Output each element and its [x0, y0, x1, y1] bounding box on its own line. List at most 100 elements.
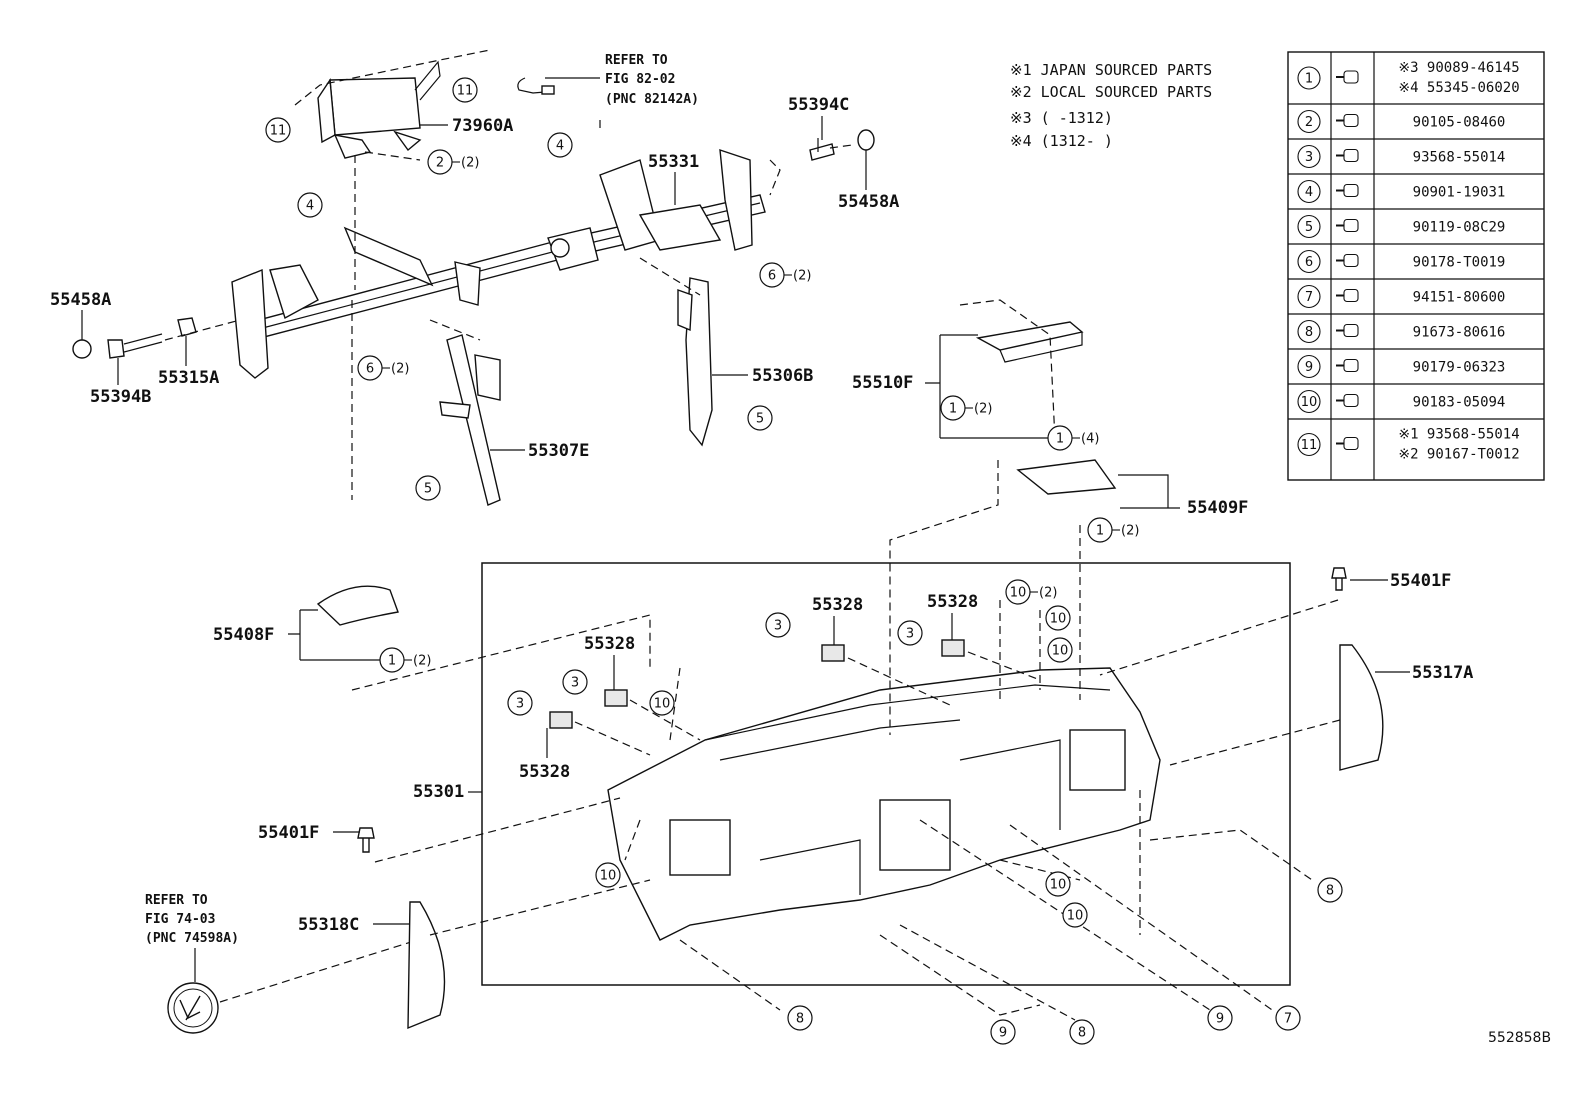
- callout-3: 3: [562, 669, 588, 695]
- note-3: ※3 ( -1312): [1010, 109, 1113, 127]
- callout-quantity: (2): [793, 269, 811, 284]
- fastener-icon: [1336, 358, 1359, 373]
- table-callout-circle: [1297, 66, 1321, 90]
- bolt-55394B: [107, 339, 125, 359]
- table-part-number: ※1 93568-55014: [1398, 427, 1519, 443]
- connector-shape: [541, 85, 555, 95]
- cover-55510F: [975, 321, 1084, 351]
- table-callout-number: 2: [1305, 115, 1313, 130]
- callout-2: 2(2): [427, 149, 479, 175]
- callout-quantity: (2): [461, 156, 479, 171]
- instrument-panel-55301: [607, 667, 1161, 941]
- table-part-number: 91673-80616: [1413, 325, 1506, 341]
- callout-9: 9: [1207, 1005, 1233, 1031]
- callout-quantity: (2): [413, 654, 431, 669]
- callout-10: 10: [1045, 871, 1071, 897]
- instrument-panel-box: [481, 562, 1291, 986]
- fastener-icon: [1336, 113, 1359, 128]
- table-callout-circle: [1297, 109, 1321, 134]
- label-55317A: 55317A: [1412, 663, 1473, 683]
- refer-82-line2: FIG 82-02: [605, 72, 675, 87]
- callout-number: 11: [457, 84, 474, 99]
- label-55328-a: 55328: [519, 762, 570, 782]
- table-callout-number: 7: [1305, 290, 1313, 305]
- switch-55328-c: [821, 644, 845, 662]
- refer-fig-74: REFER TO FIG 74-03 (PNC 74598A): [145, 893, 431, 1034]
- callout-5: 5: [747, 405, 773, 431]
- wire-harness-shape: [517, 77, 600, 94]
- callout-number: 3: [774, 619, 782, 634]
- clip-55315A: [177, 317, 197, 337]
- callout-10: 10: [1045, 605, 1071, 631]
- table-callout-number: 9: [1305, 360, 1313, 375]
- callout-number: 8: [1078, 1026, 1086, 1041]
- switch-55328-d: [941, 639, 965, 657]
- clip-55401F-left: [357, 827, 375, 853]
- table-part-number: 93568-55014: [1413, 150, 1506, 166]
- table-callout-number: 1: [1305, 72, 1313, 87]
- label-55315A: 55315A: [158, 368, 219, 388]
- fastener-icon: [1336, 70, 1359, 84]
- table-callout-number: 5: [1305, 220, 1313, 235]
- label-55408F: 55408F: [213, 625, 274, 645]
- fastener-icon: [1336, 323, 1359, 338]
- brace-55307E: [446, 334, 501, 506]
- callout-10: 10(2): [1005, 579, 1057, 605]
- callout-1: 1(2): [1087, 517, 1139, 543]
- callout-1: 1(2): [940, 395, 992, 421]
- notes-block: ※1 JAPAN SOURCED PARTS ※2 LOCAL SOURCED …: [1010, 61, 1212, 150]
- label-55306B: 55306B: [752, 366, 813, 386]
- table-callout-circle: [1297, 214, 1321, 239]
- callout-4: 4: [297, 192, 323, 218]
- callout-number: 6: [366, 362, 374, 377]
- note-2: ※2 LOCAL SOURCED PARTS: [1010, 83, 1212, 101]
- table-part-number: 90901-19031: [1413, 185, 1506, 201]
- diagram-id: 552858B: [1488, 1030, 1551, 1046]
- label-73960A: 73960A: [452, 116, 513, 136]
- callout-number: 3: [906, 627, 914, 642]
- callout-number: 8: [796, 1012, 804, 1027]
- bolt-55394C: [809, 143, 835, 161]
- callout-9: 9: [990, 1019, 1016, 1045]
- switch-55328-a: [549, 711, 573, 729]
- label-55328-d: 55328: [927, 592, 978, 612]
- label-55394C: 55394C: [788, 95, 849, 115]
- table-part-number: 90105-08460: [1413, 115, 1506, 131]
- table-part-number: ※4 55345-06020: [1398, 80, 1519, 96]
- callout-number: 11: [270, 124, 287, 139]
- callout-6: 6(2): [759, 262, 811, 288]
- clip-55401F-right: [1331, 567, 1347, 591]
- callout-11: 11: [452, 77, 478, 103]
- callout-1: 1(2): [379, 647, 431, 673]
- callout-quantity: (2): [1121, 524, 1139, 539]
- callout-number: 3: [571, 676, 579, 691]
- callout-8: 8: [1317, 877, 1343, 903]
- side-panel-55317A: [1339, 644, 1384, 771]
- label-55301: 55301: [413, 782, 464, 802]
- callout-number: 5: [756, 412, 764, 427]
- label-55409F: 55409F: [1187, 498, 1248, 518]
- callout-10: 10: [1047, 637, 1073, 663]
- table-part-number: 90178-T0019: [1413, 255, 1506, 271]
- table-part-number: 90119-08C29: [1413, 220, 1506, 236]
- fastener-icon: [1336, 393, 1359, 408]
- panel-reinforcement-beam: [231, 148, 766, 379]
- part-labels: 73960A 55394C 55331 55458A 55458A 55394B…: [50, 95, 1551, 1046]
- callout-quantity: (4): [1081, 432, 1099, 447]
- callout-number: 1: [949, 402, 957, 417]
- refer-74-line1: REFER TO: [145, 893, 208, 908]
- callout-number: 3: [516, 697, 524, 712]
- callout-number: 10: [1010, 586, 1027, 601]
- callout-number: 1: [1056, 432, 1064, 447]
- callout-quantity: (2): [391, 362, 409, 377]
- callout-number: 10: [1052, 644, 1069, 659]
- callout-4: 4: [547, 132, 573, 158]
- callout-circles: 11112(2)446(2)6(2)551(2)1(4)1(2)1(2)3333…: [265, 77, 1343, 1045]
- callout-10: 10: [649, 690, 675, 716]
- fastener-icon: [1336, 253, 1359, 268]
- refer-fig-82: REFER TO FIG 82-02 (PNC 82142A): [517, 53, 699, 107]
- table-part-number: 90183-05094: [1413, 395, 1506, 411]
- callout-number: 5: [424, 482, 432, 497]
